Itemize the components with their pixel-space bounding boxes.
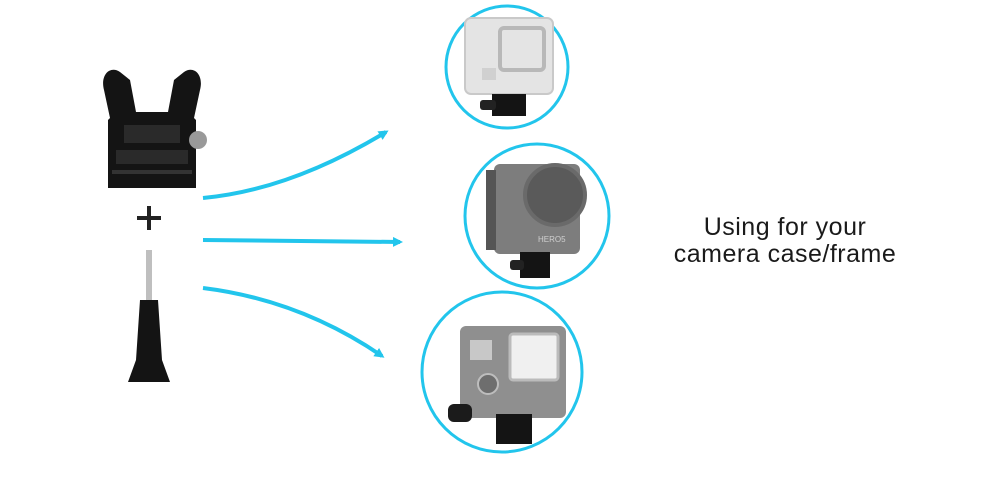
caption-line-1: Using for your (703, 213, 867, 241)
caption-line-2: camera case/frame (673, 240, 897, 268)
arrow-bottom (202, 286, 385, 358)
quick-release-buckle-icon (103, 69, 207, 188)
plus-icon (137, 206, 161, 230)
camera-with-lens-filter-frame-icon: HERO5 (463, 142, 611, 290)
usage-caption: Using for your camera case/frame (640, 214, 930, 268)
arrow-middle (202, 236, 403, 247)
skeleton-housing-icon (420, 290, 584, 454)
camera-brand-text: HERO5 (538, 235, 566, 244)
thumb-screw-icon (128, 250, 170, 382)
arrow-top (202, 130, 389, 200)
waterproof-housing-icon (444, 4, 570, 130)
arrows (202, 130, 403, 358)
